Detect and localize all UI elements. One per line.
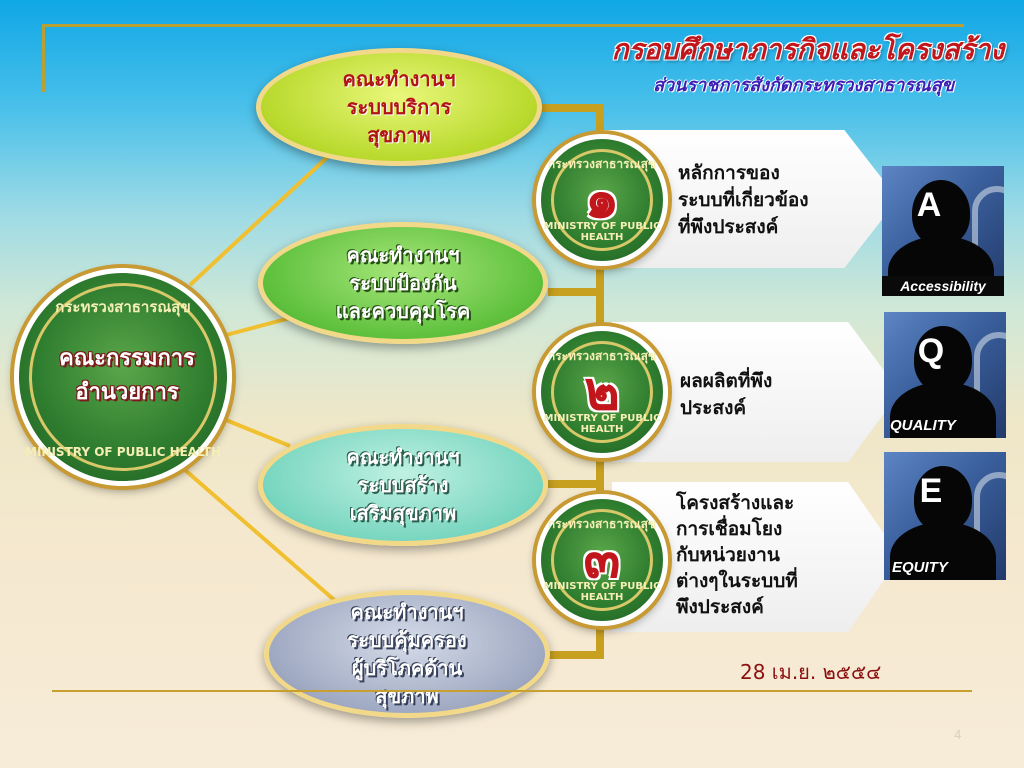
working-group-4-node: คณะทำงานฯ ระบบคุ้มครอง ผู้บริโภคด้าน สุข… <box>264 590 550 718</box>
seal-arc-top: กระทรวงสาธารณสุข <box>55 298 191 316</box>
working-group-2-label: คณะทำงานฯ ระบบป้องกัน และควบคุมโรค <box>335 243 471 323</box>
working-group-3-label: คณะทำงานฯ ระบบสร้าง เสริมสุขภาพ <box>346 445 460 525</box>
seal-ring <box>551 341 653 443</box>
seal-arc-top: กระทรวงสาธารณสุข <box>547 157 657 171</box>
person-silhouette-body <box>890 382 996 438</box>
principle-e-caption: EQUITY <box>892 559 948 576</box>
page-number: 4 <box>954 728 962 742</box>
seal-ring <box>551 149 653 251</box>
principle-a-letter: A <box>916 186 942 224</box>
working-group-3-node: คณะทำงานฯ ระบบสร้าง เสริมสุขภาพ <box>258 424 548 546</box>
main-node-line-1: คณะกรรมการ <box>59 346 195 371</box>
output-1-number-seal: กระทรวงสาธารณสุข ๑ MINISTRY OF PUBLIC HE… <box>536 134 668 266</box>
connector-main-to-group-1 <box>188 148 337 287</box>
frame-left-line <box>42 24 45 92</box>
working-group-4-label: คณะทำงานฯ ระบบคุ้มครอง ผู้บริโภคด้าน สุข… <box>347 600 467 708</box>
principle-accessibility-tile: A Accessibility <box>882 166 1004 296</box>
seal-arc-bottom: MINISTRY OF PUBLIC HEALTH <box>543 581 661 603</box>
principle-a-caption: Accessibility <box>882 276 1004 296</box>
bottom-divider <box>52 690 972 692</box>
seal-arc-bottom: MINISTRY OF PUBLIC HEALTH <box>543 413 661 435</box>
slide-subtitle: ส่วนราชการสังกัดกระทรวงสาธารณสุข <box>653 75 954 96</box>
working-group-1-node: คณะทำงานฯ ระบบบริการ สุขภาพ <box>256 48 542 166</box>
output-1-number: ๑ <box>584 167 620 230</box>
seal-ring <box>551 509 653 611</box>
principle-quality-tile: Q QUALITY <box>884 312 1006 438</box>
connector-main-to-group-4 <box>183 468 342 607</box>
person-silhouette-icon <box>914 326 972 392</box>
slide-date: 28 เม.ย. ๒๕๕๔ <box>740 660 882 684</box>
output-2-text: ผลผลิตที่พึง ประสงค์ <box>680 370 773 419</box>
output-2-number-seal: กระทรวงสาธารณสุข ๒ MINISTRY OF PUBLIC HE… <box>536 326 668 458</box>
principle-e-letter: E <box>919 472 943 510</box>
output-1-text: หลักการของ ระบบที่เกี่ยวข้อง ที่พึงประสง… <box>678 162 809 238</box>
working-group-1-label: คณะทำงานฯ ระบบบริการ สุขภาพ <box>342 67 456 147</box>
principle-equity-tile: E EQUITY <box>884 452 1006 580</box>
principle-q-caption: QUALITY <box>890 417 956 434</box>
person-silhouette-icon <box>912 180 970 246</box>
slide-title: กรอบศึกษาภารกิจและโครงสร้าง <box>611 33 1004 66</box>
seal-arc-top: กระทรวงสาธารณสุข <box>547 517 657 531</box>
stethoscope-icon <box>974 332 1006 438</box>
principle-q-letter: Q <box>917 332 945 370</box>
main-committee-node: กระทรวงสาธารณสุข คณะกรรมการ อำนวยการ MIN… <box>14 268 232 486</box>
seal-arc-top: กระทรวงสาธารณสุข <box>547 349 657 363</box>
connector-main-to-group-2 <box>225 316 291 337</box>
seal-ring <box>29 283 217 471</box>
stethoscope-icon <box>974 472 1006 580</box>
person-silhouette-body <box>890 522 996 580</box>
output-2-number: ๒ <box>584 359 620 422</box>
output-3-number-seal: กระทรวงสาธารณสุข ๓ MINISTRY OF PUBLIC HE… <box>536 494 668 626</box>
main-node-line-2: อำนวยการ <box>75 380 179 405</box>
seal-arc-bottom: MINISTRY OF PUBLIC HEALTH <box>25 445 221 459</box>
frame-top-line <box>42 24 964 27</box>
connector-main-to-group-3 <box>225 418 291 448</box>
output-3-number: ๓ <box>583 527 621 590</box>
seal-arc-bottom: MINISTRY OF PUBLIC HEALTH <box>543 221 661 243</box>
person-silhouette-icon <box>914 466 972 532</box>
working-group-2-node: คณะทำงานฯ ระบบป้องกัน และควบคุมโรค <box>258 222 548 344</box>
output-3-text: โครงสร้างและ การเชื่อมโยง กับหน่วยงาน ต่… <box>676 492 798 618</box>
stethoscope-icon <box>972 186 1004 296</box>
